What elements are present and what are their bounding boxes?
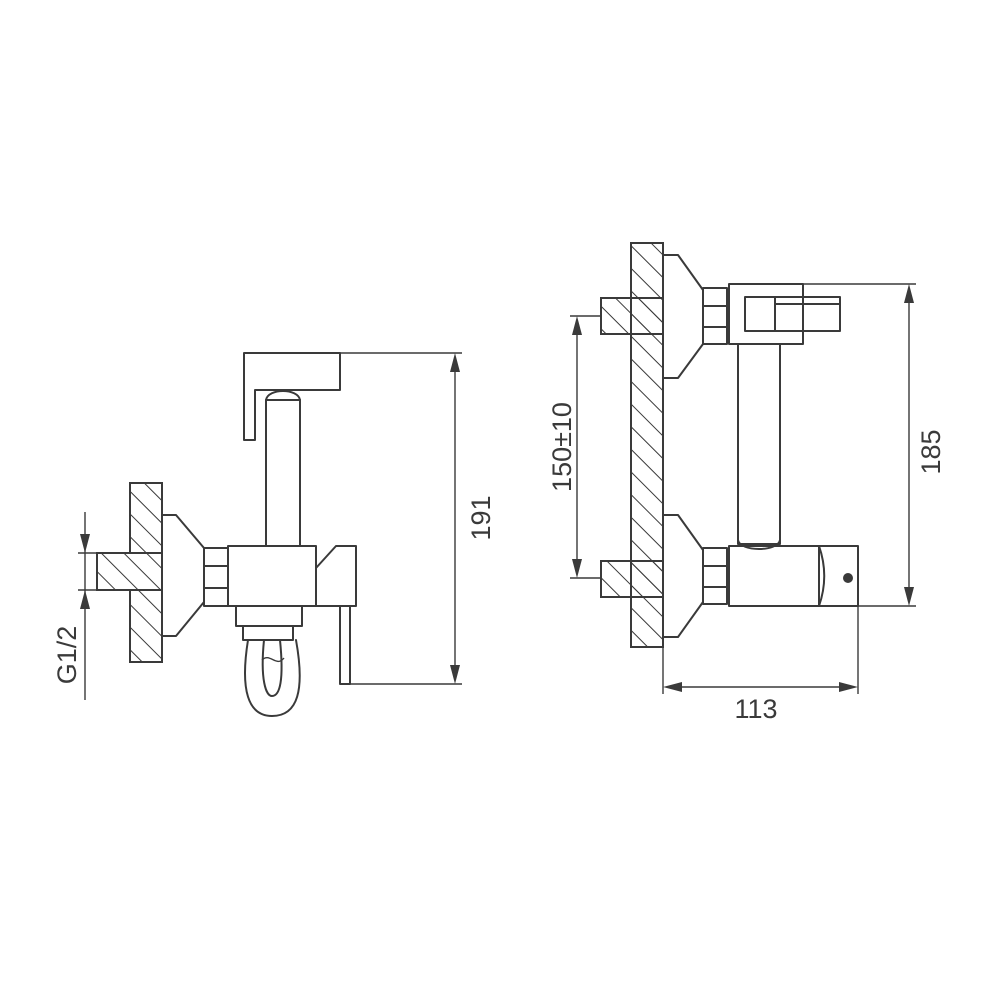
side-view: 191 G1/2 [52,352,496,717]
valve-body [227,545,317,607]
pipe-connector [96,552,163,591]
riser-pipe [265,399,301,547]
escutcheon-upper [662,254,704,379]
dimension-label-185: 185 [916,429,946,474]
vertical-column [737,343,781,545]
hex-nut-upper [702,287,728,345]
dimension-label-113: 113 [734,694,777,724]
escutcheon-lower [662,514,704,638]
handle-indicator-dot [843,573,853,583]
pipe-connector-lower [600,560,664,598]
holder-bar [744,296,841,332]
handle-base [315,545,357,607]
escutcheon [161,514,205,637]
hose-connector [235,605,303,627]
hex-nut [203,547,229,607]
wall-section-bottom [129,589,163,663]
dimension-label-191: 191 [466,495,496,540]
lever-handle [339,605,351,685]
upper-bracket [728,283,804,345]
hex-nut-lower [702,547,728,605]
dimension-label-thread: G1/2 [52,626,82,685]
hose [244,639,301,717]
wall-section-top [129,482,163,554]
front-view: 185 150±10 113 [547,242,946,724]
pipe-connector-upper [600,297,664,335]
valve-handle [818,545,859,607]
shower-holder [243,352,341,441]
dimension-label-150: 150±10 [547,402,577,492]
valve-body-lower [728,545,820,607]
